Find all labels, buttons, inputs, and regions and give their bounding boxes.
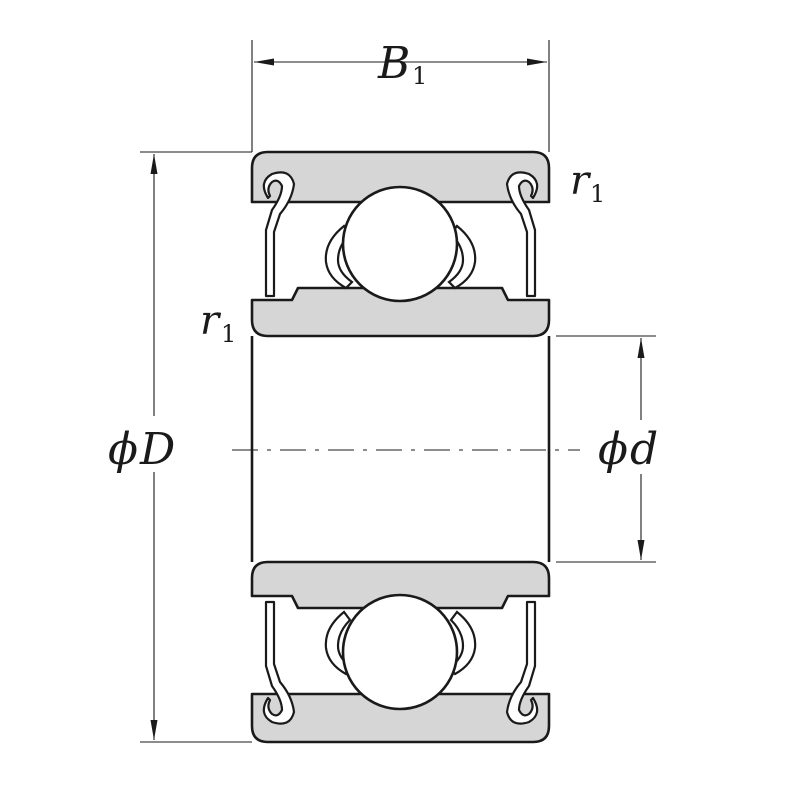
inner-ring-upper [250,286,551,338]
shield-left-lower [262,600,296,725]
shield-right-lower [505,600,539,725]
width-label-subscript: 1 [412,62,427,90]
ball-upper [341,185,459,303]
shield-right-upper [505,171,539,298]
outer-ring-lower [250,692,551,744]
dimension-outer-diameter: ϕ D [108,151,252,743]
dimension-inner-diameter: ϕ d [556,335,658,563]
chamfer-label-top-subscript: 1 [590,180,605,208]
dimension-width: B 1 [251,38,550,152]
outer-ring-upper [250,150,551,204]
inner-ring-lower [250,560,551,610]
outer-diameter-label: D [139,424,175,475]
ball-lower [341,593,459,711]
inner-diameter-label: d [630,424,658,475]
cage-right-upper [447,224,477,290]
chamfer-label-left: r [200,298,222,344]
width-label: B [377,38,410,89]
shield-left-upper [262,171,296,298]
inner-diameter-symbol: ϕ [598,424,628,475]
outer-diameter-symbol: ϕ [108,424,138,475]
bearing-upper-section [250,150,551,338]
chamfer-label-top: r [570,158,592,204]
bearing-lower-section [250,560,551,744]
chamfer-label-left-subscript: 1 [221,320,236,348]
cage-left-upper [324,224,354,290]
